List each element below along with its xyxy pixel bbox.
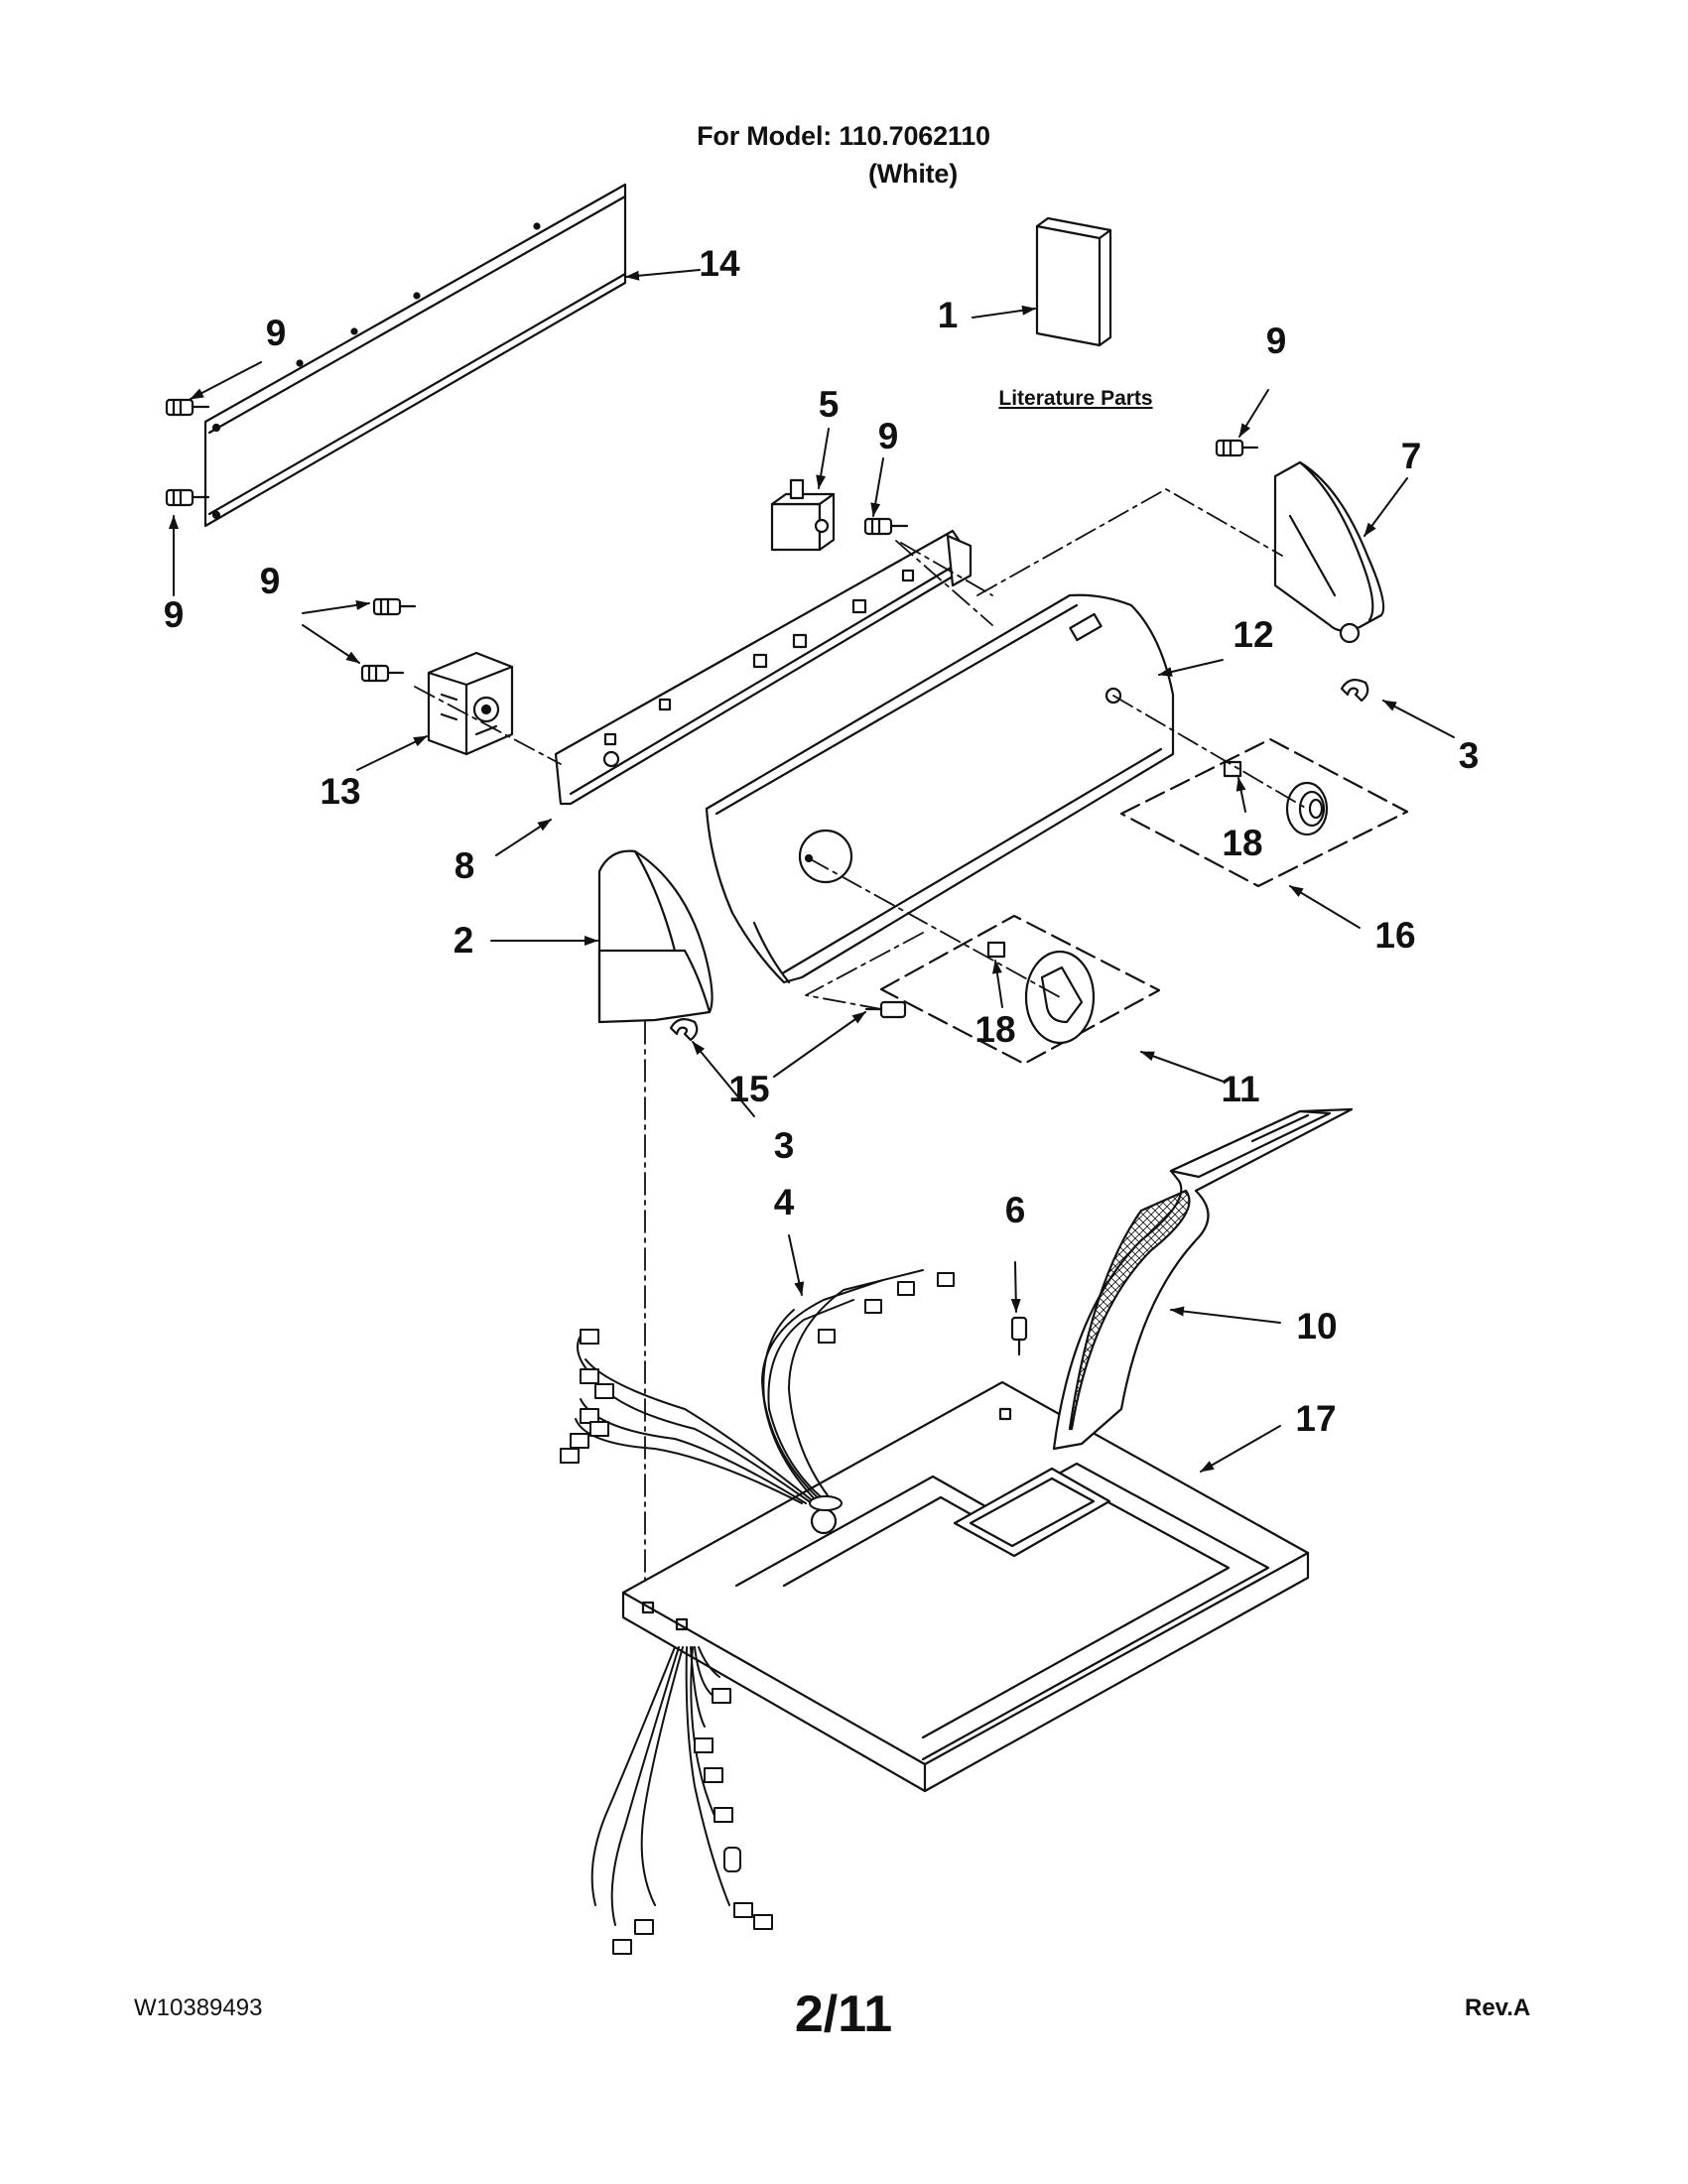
callout-11: 11 [1221,1069,1259,1109]
model-title: For Model: 110.7062110 [697,121,990,151]
page-number: 2/11 [794,1986,893,2043]
part-14-rear-panel [203,183,627,528]
screw-icon [863,517,909,536]
part-11-knob-kit [879,914,1161,1066]
part-17-top-panel [621,1380,1310,1793]
callout-9-timer: 9 [260,561,281,601]
screw-icon [1215,439,1259,457]
model-color: (White) [867,159,959,189]
callout-14: 14 [699,243,740,284]
callout-10: 10 [1296,1306,1337,1347]
screw-icon [165,488,210,507]
part-12-control-console [705,593,1175,984]
callout-18-right: 18 [1222,823,1262,863]
callout-1: 1 [938,295,959,335]
part-3-clip [669,1017,699,1042]
part-7-right-endcap [1273,460,1385,644]
part-3-clip [1340,678,1369,703]
alignment-lines [414,488,1308,1594]
callout-4: 4 [774,1182,795,1222]
callout-3-right: 3 [1459,735,1480,776]
part-2-left-endcap [597,849,714,1024]
leader-arrows [169,269,1455,1473]
callout-9-right: 9 [1266,321,1287,361]
callout-8: 8 [454,845,475,886]
callout-9-left: 9 [164,594,185,635]
callout-17: 17 [1295,1398,1336,1439]
callout-6: 6 [1005,1190,1026,1230]
part-5-switch [770,478,836,552]
callout-9-center: 9 [878,416,899,456]
screw-icon [372,597,417,616]
part-1-literature [1035,216,1112,347]
callout-12: 12 [1233,614,1273,655]
part-4-wire-harness [560,1269,955,1511]
callout-18-center: 18 [974,1009,1015,1050]
callout-16: 16 [1374,915,1415,956]
screw-icon [165,398,210,417]
part-6-screw [1010,1316,1028,1356]
part-10-lint-screen [1052,1107,1354,1451]
callout-15: 15 [728,1069,769,1109]
screw-icon [360,664,405,683]
part-16-knob-kit [1119,737,1409,888]
callout-5: 5 [819,384,840,425]
document-number: W10389493 [134,1994,263,2021]
lower-wire-harness [590,1646,773,1955]
callout-7: 7 [1401,436,1422,476]
callout-9-top-left: 9 [266,313,287,353]
part-8-mounting-bracket [554,529,973,806]
literature-parts-label: Literature Parts [998,387,1152,410]
callout-2: 2 [454,920,474,961]
part-15-screw [864,1000,907,1019]
callout-13: 13 [320,771,360,812]
callout-3-left: 3 [774,1125,795,1166]
revision-label: Rev.A [1465,1994,1531,2021]
part-13-timer [427,651,514,756]
